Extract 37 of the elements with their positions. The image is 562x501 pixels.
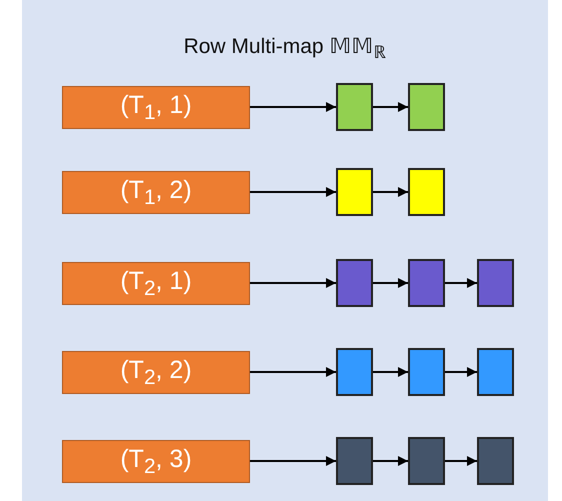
value-box — [336, 348, 373, 396]
value-box — [408, 168, 445, 216]
value-box — [336, 168, 373, 216]
value-box — [408, 348, 445, 396]
key-label: (T$_{1}$, 1) — [120, 90, 192, 124]
diagram-title: Row Multi-map 𝕄𝕄$_{ℝ}$ — [182, 34, 388, 64]
value-box — [336, 83, 373, 131]
value-box — [477, 437, 514, 485]
arrow — [250, 278, 336, 288]
value-box — [477, 348, 514, 396]
arrow — [373, 456, 408, 466]
value-box — [336, 437, 373, 485]
arrow — [250, 187, 336, 197]
key-box — [62, 262, 250, 305]
value-box — [477, 259, 514, 307]
key-label: (T$_{2}$, 3) — [120, 444, 192, 478]
arrow — [445, 456, 477, 466]
key-box — [62, 351, 250, 394]
arrow — [250, 456, 336, 466]
key-box — [62, 86, 250, 129]
value-box — [408, 437, 445, 485]
arrow — [373, 187, 408, 197]
arrow — [250, 102, 336, 112]
key-box — [62, 440, 250, 483]
key-label: (T$_{1}$, 2) — [120, 176, 192, 210]
value-box — [336, 259, 373, 307]
arrow — [445, 278, 477, 288]
arrow — [373, 102, 408, 112]
arrow — [250, 367, 336, 377]
key-box — [62, 171, 250, 214]
key-label: (T$_{2}$, 1) — [120, 266, 192, 300]
arrow — [373, 278, 408, 288]
key-label: (T$_{2}$, 2) — [120, 356, 192, 390]
arrow — [445, 367, 477, 377]
value-box — [408, 83, 445, 131]
value-box — [408, 259, 445, 307]
arrow — [373, 367, 408, 377]
